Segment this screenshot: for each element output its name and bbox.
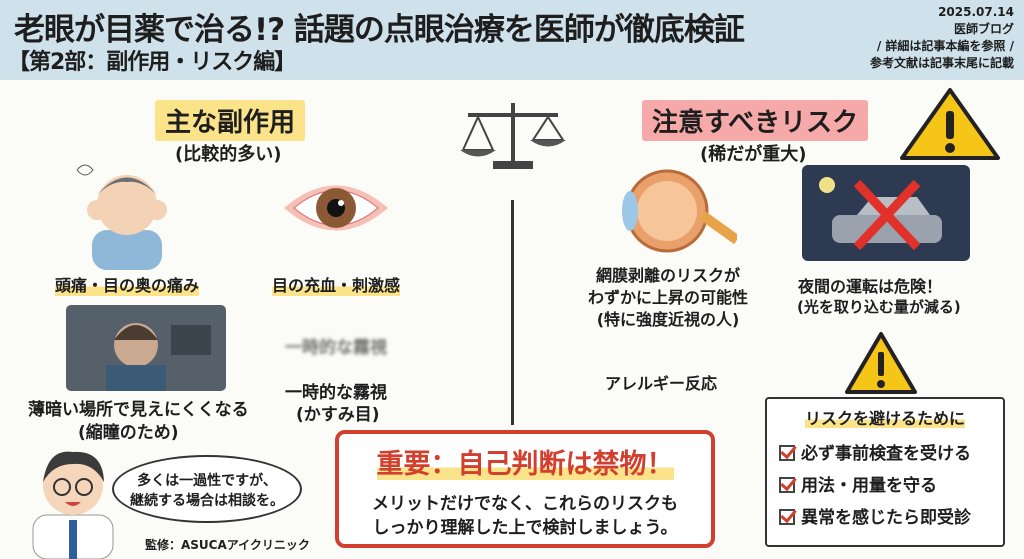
doctor-speech-bubble: 多くは一過性ですが、 継続する場合は相談を。 bbox=[112, 455, 302, 523]
eye-anatomy-illustration bbox=[622, 169, 737, 253]
side-effect-redness: 目の充血・刺激感 bbox=[272, 272, 401, 296]
header-meta: 2025.07.14 医師ブログ / 詳細は記事本編を参照 / 参考文献は記事末… bbox=[870, 4, 1014, 72]
page-subtitle: 【第2部：副作用・リスク編】 bbox=[8, 50, 296, 75]
dim-room-illustration bbox=[66, 305, 226, 391]
side-effects-heading: 主な副作用 bbox=[155, 100, 306, 141]
note-detail: / 詳細は記事本編を参照 / bbox=[876, 39, 1014, 53]
important-title-text: 重要：自己判断は禁物！ bbox=[376, 449, 674, 480]
important-title: 重要：自己判断は禁物！ bbox=[339, 442, 711, 481]
allergy-risk: アレルギー反応 bbox=[605, 374, 718, 393]
night-driving-warning: 夜間の運転は危険！ bbox=[798, 277, 943, 296]
checklist-label: 必ず事前検査を受ける bbox=[801, 444, 971, 464]
checklist-label: 異常を感じたら即受診 bbox=[801, 508, 971, 528]
risk-avoidance-title-text: リスクを避けるために bbox=[804, 409, 965, 428]
night-driving-note: (光を取り込む量が減る) bbox=[797, 298, 961, 316]
warning-icon-small bbox=[845, 332, 917, 394]
risk-avoidance-box: リスクを避けるために 必ず事前検査を受ける 用法・用量を守る 異常を感じたら即受… bbox=[765, 397, 1005, 547]
bubble-line-2: 継続する場合は相談を。 bbox=[130, 493, 284, 509]
side-effect-dim-vision: 薄暗い場所で見えにくくなる bbox=[28, 400, 249, 420]
checklist-item: 異常を感じたら即受診 bbox=[779, 503, 971, 528]
risks-heading: 注意すべきリスク bbox=[642, 100, 869, 141]
red-eye-illustration bbox=[284, 185, 388, 231]
headache-person-illustration bbox=[76, 164, 167, 270]
checkbox-icon bbox=[779, 509, 795, 525]
retina-line-2: わずかに上昇の可能性 bbox=[588, 288, 749, 307]
checkbox-icon bbox=[779, 445, 795, 461]
doctor-illustration bbox=[32, 451, 114, 559]
blog-label: 医師ブログ bbox=[953, 22, 1014, 36]
important-line-1: メリットだけでなく、これらのリスクも bbox=[372, 494, 678, 514]
checkbox-icon bbox=[779, 477, 795, 493]
retina-line-1: 網膜剥離のリスクが bbox=[596, 266, 741, 285]
checklist-item: 用法・用量を守る bbox=[779, 471, 937, 496]
bubble-line-1: 多くは一過性ですが、 bbox=[137, 473, 277, 489]
night-driving-illustration bbox=[802, 165, 970, 261]
important-notice-box: 重要：自己判断は禁物！ メリットだけでなく、これらのリスクも しっかり理解した上… bbox=[335, 430, 715, 548]
header-banner bbox=[0, 0, 1024, 80]
retina-line-3: (特に強度近視の人) bbox=[596, 310, 740, 329]
blurred-vision-example: 一時的な霧視 bbox=[285, 338, 387, 358]
important-body: メリットだけでなく、これらのリスクも しっかり理解した上で検討しましょう。 bbox=[339, 492, 711, 540]
page-title: 老眼が目薬で治る!? 話題の点眼治療を医師が徹底検証 bbox=[14, 12, 745, 48]
checklist-label: 用法・用量を守る bbox=[801, 476, 937, 496]
divider-line bbox=[511, 200, 514, 425]
checklist-item: 必ず事前検査を受ける bbox=[779, 439, 971, 464]
blurred-vision-note: (かすみ目) bbox=[296, 405, 380, 425]
side-effects-subheading: (比較的多い) bbox=[175, 144, 282, 165]
risk-avoidance-title: リスクを避けるために bbox=[767, 405, 1003, 429]
warning-icon bbox=[900, 88, 1000, 160]
note-references: 参考文献は記事末尾に記載 bbox=[869, 56, 1014, 70]
balance-scale-icon bbox=[460, 103, 566, 169]
dim-vision-note: (縮瞳のため) bbox=[78, 423, 179, 443]
important-line-2: しっかり理解した上で検討しましょう。 bbox=[372, 518, 678, 538]
date: 2025.07.14 bbox=[938, 5, 1014, 19]
risks-subheading: (稀だが重大) bbox=[700, 144, 807, 165]
supervisor-credit: 監修：ASUCAアイクリニック bbox=[145, 538, 310, 552]
side-effect-blurred-vision: 一時的な霧視 bbox=[285, 383, 387, 403]
side-effect-headache: 頭痛・目の奥の痛み bbox=[55, 272, 200, 296]
retina-risk-text: 網膜剥離のリスクが わずかに上昇の可能性 (特に強度近視の人) bbox=[588, 265, 748, 331]
